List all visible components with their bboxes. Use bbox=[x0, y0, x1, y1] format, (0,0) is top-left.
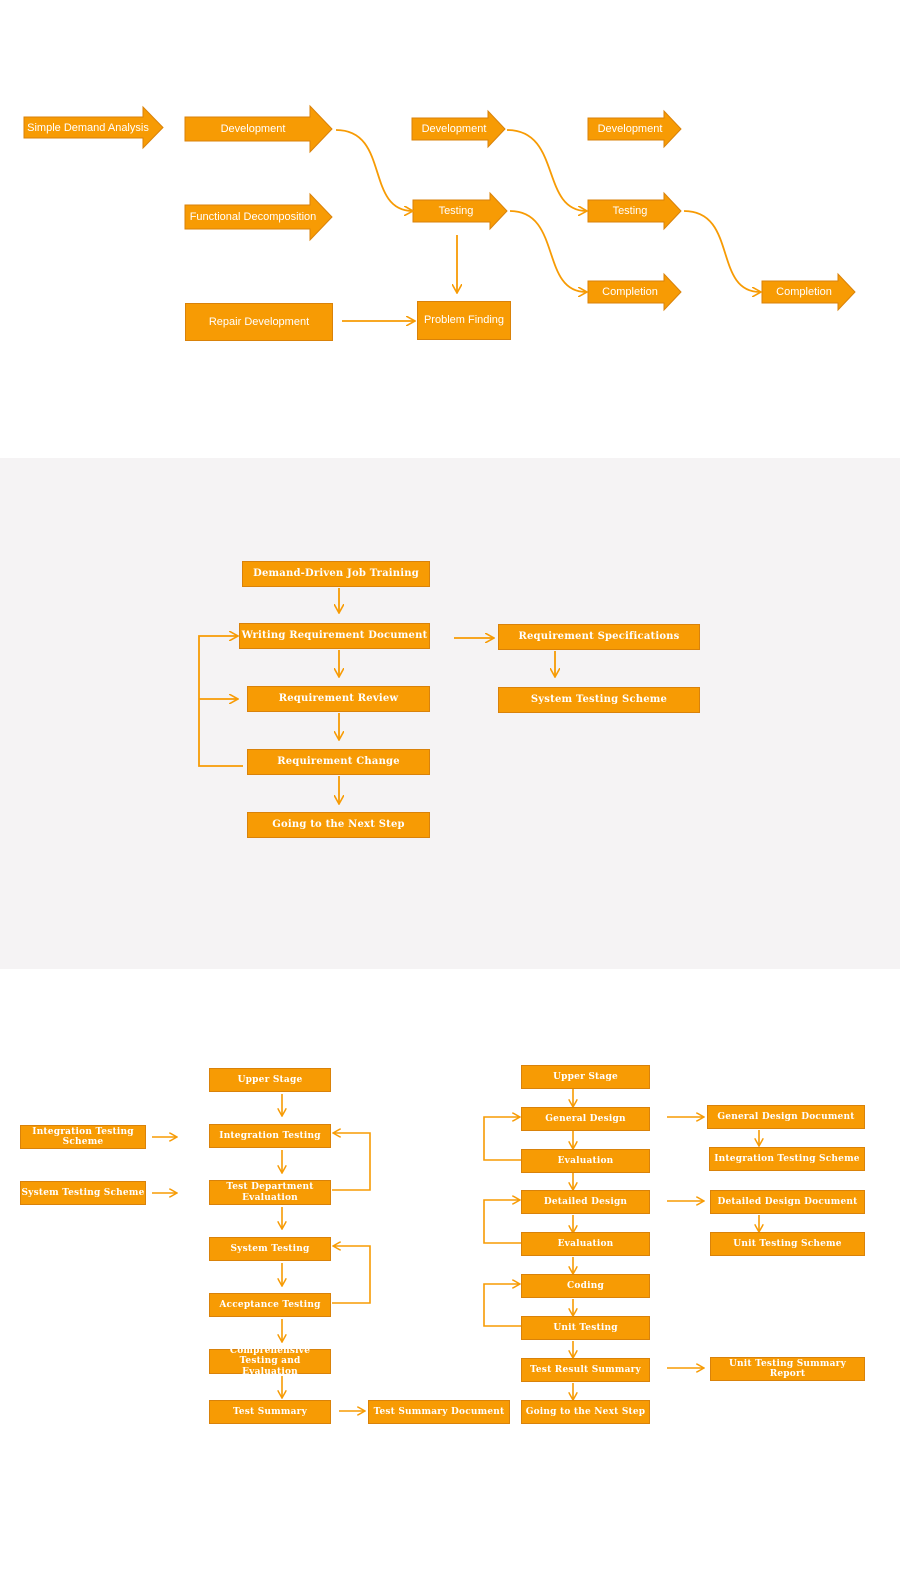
s3r-loop-1 bbox=[483, 1117, 523, 1161]
simple-demand-analysis-label: Simple Demand Analysis bbox=[27, 121, 149, 134]
evaluation-box-2: Evaluation bbox=[521, 1232, 650, 1256]
test-department-evaluation-box: Test Department Evaluation bbox=[209, 1180, 331, 1205]
section2-connectors bbox=[198, 588, 900, 969]
system-testing-scheme-input: System Testing Scheme bbox=[20, 1181, 146, 1205]
connector-dev2-testing2 bbox=[506, 129, 586, 211]
development-arrow-1 bbox=[184, 104, 333, 154]
system-testing-box: System Testing bbox=[209, 1237, 331, 1261]
requirement-review-box: Requirement Review bbox=[247, 686, 430, 712]
unit-testing-scheme-box: Unit Testing Scheme bbox=[710, 1232, 865, 1256]
testing-label-2: Testing bbox=[612, 205, 648, 217]
development-label-3: Development bbox=[597, 123, 663, 135]
test-summary-box: Test Summary bbox=[209, 1400, 331, 1424]
next-step-right-box: Going to the Next Step bbox=[521, 1400, 650, 1424]
s2-feedback-loop bbox=[198, 636, 243, 767]
testing-label-1: Testing bbox=[438, 205, 474, 217]
development-label-2: Development bbox=[421, 123, 487, 135]
development-arrow-3 bbox=[587, 109, 682, 149]
agile-flow-section: Simple Demand Analysis Development Funct… bbox=[0, 0, 900, 458]
connector-testing2-completion2 bbox=[683, 210, 760, 292]
requirement-change-box: Requirement Change bbox=[247, 749, 430, 775]
integration-testing-box: Integration Testing bbox=[209, 1124, 331, 1148]
integration-testing-scheme-box: Integration Testing Scheme bbox=[709, 1147, 865, 1171]
simple-demand-analysis-arrow bbox=[23, 105, 164, 150]
upper-stage-right-box: Upper Stage bbox=[521, 1065, 650, 1089]
detailed-design-box: Detailed Design bbox=[521, 1190, 650, 1214]
integration-testing-scheme-input: Integration Testing Scheme bbox=[20, 1125, 146, 1149]
upper-stage-left-box: Upper Stage bbox=[209, 1068, 331, 1092]
acceptance-testing-box: Acceptance Testing bbox=[209, 1293, 331, 1317]
problem-finding-box: Problem Finding bbox=[417, 301, 511, 340]
connector-dev1-testing1 bbox=[335, 129, 412, 211]
unit-testing-box: Unit Testing bbox=[521, 1316, 650, 1340]
completion-label-2: Completion bbox=[776, 286, 832, 298]
unit-testing-summary-report-box: Unit Testing Summary Report bbox=[710, 1357, 865, 1381]
s3r-loop-3 bbox=[483, 1284, 523, 1327]
test-summary-document-box: Test Summary Document bbox=[368, 1400, 510, 1424]
general-design-box: General Design bbox=[521, 1107, 650, 1131]
section1-shapes bbox=[23, 104, 856, 458]
section3-connectors bbox=[152, 1089, 900, 1581]
completion-arrow-2 bbox=[761, 272, 856, 312]
system-testing-scheme-box: System Testing Scheme bbox=[498, 687, 700, 713]
completion-label-1: Completion bbox=[602, 286, 658, 298]
next-step-box: Going to the Next Step bbox=[247, 812, 430, 838]
s3l-loop-1 bbox=[332, 1133, 371, 1191]
development-label-1: Development bbox=[220, 123, 286, 135]
writing-requirement-box: Writing Requirement Document bbox=[239, 623, 430, 649]
testing-arrow-1 bbox=[412, 191, 508, 231]
connector-testing1-completion1 bbox=[509, 210, 586, 292]
repair-development-box: Repair Development bbox=[185, 303, 333, 341]
comprehensive-testing-box: Comprehensive Testing and Evaluation bbox=[209, 1346, 331, 1377]
test-result-summary-box: Test Result Summary bbox=[521, 1358, 650, 1382]
development-arrow-2 bbox=[411, 109, 506, 149]
s3r-loop-2 bbox=[483, 1200, 523, 1244]
detailed-design-document-box: Detailed Design Document bbox=[710, 1190, 865, 1214]
evaluation-box-1: Evaluation bbox=[521, 1149, 650, 1173]
functional-decomposition-label: Functional Decomposition bbox=[189, 211, 317, 223]
completion-arrow-1 bbox=[587, 272, 682, 312]
demand-driven-box: Demand-Driven Job Training bbox=[242, 561, 430, 587]
requirement-specifications-box: Requirement Specifications bbox=[498, 624, 700, 650]
functional-decomposition-arrow bbox=[184, 192, 333, 242]
testing-flow-section: Integration Testing Scheme System Testin… bbox=[0, 969, 900, 1581]
s3l-loop-2 bbox=[332, 1246, 371, 1304]
coding-box: Coding bbox=[521, 1274, 650, 1298]
general-design-document-box: General Design Document bbox=[707, 1105, 865, 1129]
requirement-flow-section: Demand-Driven Job Training Writing Requi… bbox=[0, 458, 900, 969]
testing-arrow-2 bbox=[587, 191, 682, 231]
